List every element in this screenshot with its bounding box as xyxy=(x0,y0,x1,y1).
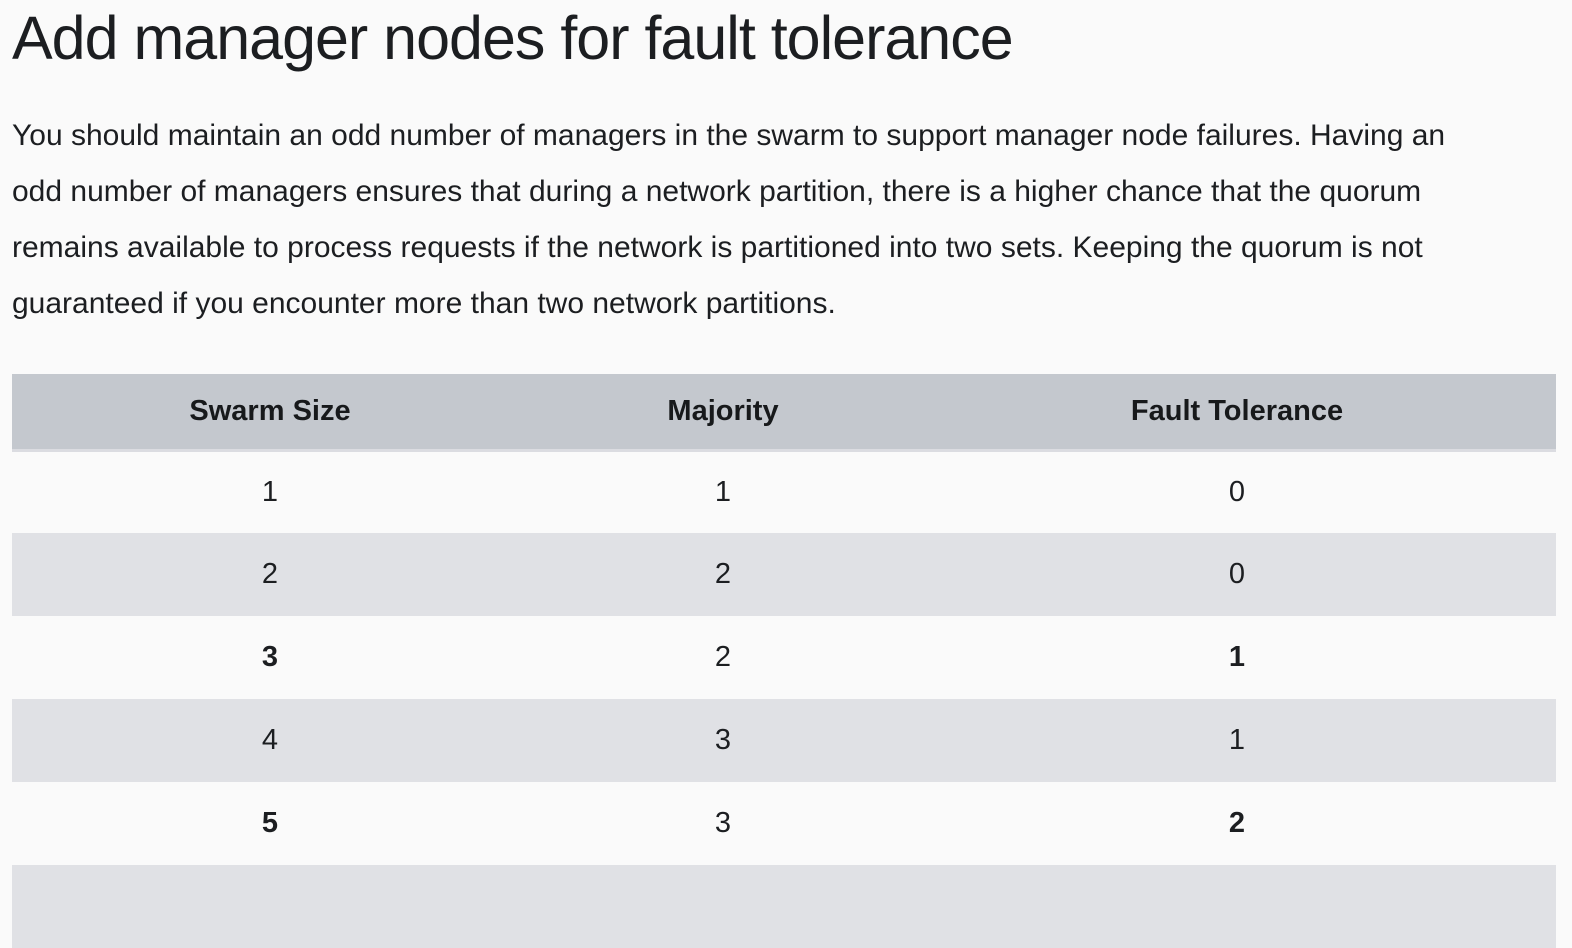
column-header-swarm-size: Swarm Size xyxy=(12,374,528,452)
table-cell: 1 xyxy=(1228,641,1246,673)
table-cell: 2 xyxy=(1228,807,1246,839)
paragraph-line: You should maintain an odd number of man… xyxy=(12,119,1446,152)
table-cell: 3 xyxy=(261,641,279,673)
paragraph-line: remains available to process requests if… xyxy=(12,231,1423,264)
table-cell: 1 xyxy=(1228,724,1246,756)
table-header: Swarm Size Majority Fault Tolerance xyxy=(12,374,1556,452)
table-cell: 0 xyxy=(1228,558,1246,590)
table-cell: 3 xyxy=(714,807,732,839)
table-row: 1 1 0 xyxy=(12,450,1556,533)
table-cell: 2 xyxy=(261,558,279,590)
table-cell xyxy=(528,865,918,948)
table-row: 2 2 0 xyxy=(12,533,1556,616)
table-row: 4 3 1 xyxy=(12,699,1556,782)
table-cell: 4 xyxy=(261,724,279,756)
table-body: 1 1 0 2 2 0 3 2 1 4 3 1 5 3 2 xyxy=(12,450,1556,948)
table-cell: 2 xyxy=(714,558,732,590)
column-header-fault-tolerance: Fault Tolerance xyxy=(918,374,1556,452)
paragraph-line: odd number of managers ensures that duri… xyxy=(12,175,1422,208)
table-row: 3 2 1 xyxy=(12,616,1556,699)
table-row: 5 3 2 xyxy=(12,782,1556,865)
table-cell: 1 xyxy=(261,475,279,508)
table-cell: 2 xyxy=(714,641,732,673)
table-row xyxy=(12,865,1556,948)
table-cell: 0 xyxy=(1228,475,1246,508)
table-cell xyxy=(12,865,528,948)
intro-paragraph: You should maintain an odd number of man… xyxy=(12,108,1556,332)
table-cell: 3 xyxy=(714,724,732,756)
page-title: Add manager nodes for fault tolerance xyxy=(12,4,1014,72)
page-content: Add manager nodes for fault tolerance Yo… xyxy=(0,4,1572,948)
paragraph-line: guaranteed if you encounter more than tw… xyxy=(12,287,836,320)
table-cell: 5 xyxy=(261,807,279,839)
table-cell xyxy=(918,865,1556,948)
table-header-row: Swarm Size Majority Fault Tolerance xyxy=(12,374,1556,452)
table-cell: 1 xyxy=(714,475,732,508)
column-header-majority: Majority xyxy=(528,374,918,452)
